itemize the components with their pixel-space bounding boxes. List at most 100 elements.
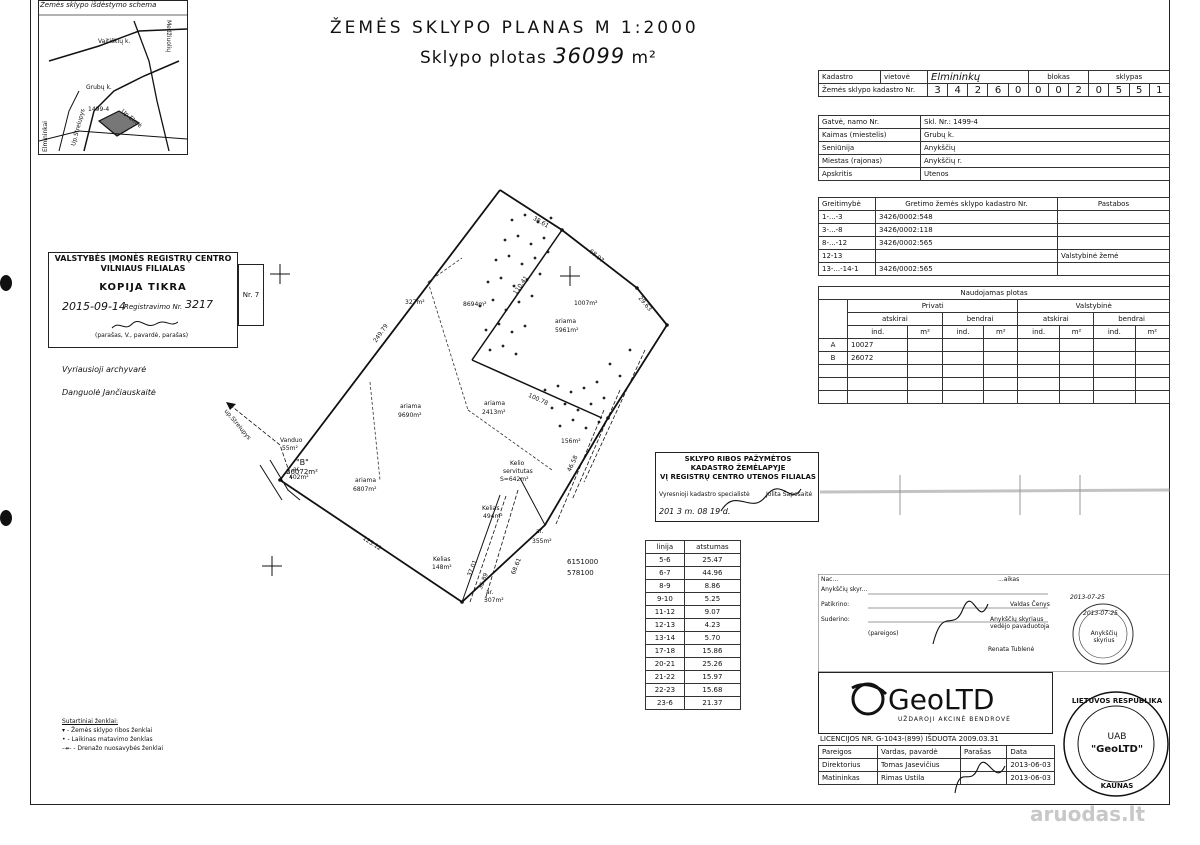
line-cell: 20-21: [645, 657, 685, 671]
line-cell: 6-7: [645, 566, 685, 580]
cadastre-digit: 0: [1007, 83, 1029, 97]
neighbors-cell: 8-...-12: [818, 236, 876, 250]
usage-col: ind.: [1093, 325, 1136, 339]
cadastre-label: Kadastro: [818, 70, 881, 84]
company-seal: [1063, 691, 1169, 797]
map-label: Vaitiškių k.: [98, 38, 131, 45]
line-cell: 15.97: [683, 670, 742, 684]
ar-label: ar.: [293, 466, 301, 473]
usage-col: atskirai: [1017, 312, 1095, 326]
cadastre-label: sklypas: [1088, 70, 1170, 84]
registry-stamp-caption: (parašas, V., pavardė, parašas): [95, 332, 189, 339]
ar-label: ar.: [486, 589, 494, 596]
neighbors-cell: 13-...-14-1: [818, 262, 876, 276]
line-cell: 25.26: [683, 657, 742, 671]
boundary-stamp: SKLYPO RIBOS PAŽYMĖTOS KADASTRO ŽEMĖLAPY…: [655, 452, 819, 522]
arable-area: 5961m²: [555, 327, 579, 334]
cadastre-label: blokas: [1027, 70, 1090, 84]
road-label: Kelias: [482, 505, 500, 512]
signers-cell: 2013-06-03: [1006, 771, 1055, 785]
plot-area-unit: m²: [631, 48, 657, 68]
small-area: 494m²: [483, 513, 503, 520]
arable-label: ariama: [400, 403, 422, 410]
usage-col: m²: [907, 325, 943, 339]
neighbors-cell: 3426/0002:565: [875, 262, 1058, 276]
ar-label: ar.: [536, 528, 544, 535]
signers-cell: Direktorius: [818, 758, 878, 772]
map-label: Elmininkai: [42, 121, 49, 152]
parcel-b-label: "B": [296, 458, 309, 467]
neighbors-cell: 3426/0002:548: [875, 210, 1058, 224]
binder-hole: [0, 510, 12, 526]
parcel-b-area: 26072m²: [286, 468, 318, 476]
arable-area: 9690m²: [398, 412, 422, 419]
legend-title: Sutartiniai ženklai:: [62, 718, 118, 725]
cadastre-locality: Elmininkų: [927, 70, 1029, 84]
page-title: ŽEMĖS SKLYPO PLANAS M 1:2000: [330, 18, 699, 38]
temporary-mark-icon: •: [62, 736, 66, 743]
boundary-stamp-date: 201 3 m. 08 19 d.: [659, 507, 731, 516]
signers-cell: Rimas Ustila: [876, 771, 962, 785]
neighbors-cell: [875, 249, 1058, 263]
address-value: Anykščių r.: [920, 154, 1170, 168]
map-label: 1499-4: [88, 106, 110, 113]
small-area: 55m²: [282, 445, 298, 452]
plot-area-value: 36099: [553, 44, 626, 68]
small-area: 1007m²: [574, 300, 598, 307]
cadastre-digit: 0: [1027, 83, 1049, 97]
line-cell: 12-13: [645, 618, 685, 632]
line-cell: 15.68: [683, 683, 742, 697]
usage-col: bendrai: [941, 312, 1019, 326]
address-value: Grubų k.: [920, 128, 1170, 142]
company-block: [818, 672, 1053, 734]
line-cell: 21-22: [645, 670, 685, 684]
approval-label: Patikrino:: [821, 601, 850, 608]
approval-label: (pareigos): [868, 630, 899, 637]
neighbors-cell: 3426/0002:118: [875, 223, 1058, 237]
line-cell: 5.70: [683, 631, 742, 645]
cadastre-digit: 0: [1088, 83, 1110, 97]
boundary-stamp-line: Jolita Šapošaitė: [766, 491, 813, 498]
usage-col: m²: [1134, 325, 1171, 339]
cadastre-label: vietovė: [880, 70, 928, 84]
approval-value: Anykščių skyriaus vedėjo pavaduotoja: [990, 616, 1050, 630]
line-cell: 4.23: [683, 618, 742, 632]
arable-label: ariama: [484, 400, 506, 407]
address-label: Miestas (rajonas): [818, 154, 921, 168]
usage-cell: 10027: [846, 338, 909, 352]
small-area: 355m²: [532, 538, 552, 545]
road-label: Kelias: [433, 556, 451, 563]
cadastre-digit: 6: [987, 83, 1009, 97]
approval-label: Nac...: [821, 576, 839, 583]
approval-label: Suderino:: [821, 616, 850, 623]
small-area: 148m²: [432, 564, 452, 571]
line-cell: 25.47: [683, 553, 742, 567]
neighbors-header: Gretimo žemės sklypo kadastro Nr.: [875, 197, 1058, 211]
neighbors-cell: 3426/0002:565: [875, 236, 1058, 250]
signers-header: Parašas: [960, 745, 1008, 759]
usage-col: ind.: [846, 325, 909, 339]
company-type: UŽDAROJI AKCINĖ BENDROVĖ: [898, 716, 1011, 723]
water-label: Vanduo: [280, 437, 303, 444]
signature: [720, 488, 802, 512]
signers-cell: 2013-06-03: [1006, 758, 1055, 772]
cadastre-number-label: Žemės sklypo kadastro Nr.: [818, 83, 928, 97]
seal-date: 2013-07-25: [1083, 610, 1118, 617]
approval-value: ...aikas: [998, 576, 1020, 583]
road-servitude: servitutas: [503, 468, 533, 475]
signers-header: Vardas, pavardė: [876, 745, 962, 759]
company-name: GeoLTD: [888, 683, 995, 716]
approval-block: Nac... ...aikas Anykščių skyr... Patikri…: [818, 574, 1170, 672]
registry-stamp-line: VILNIAUS FILIALAS: [100, 264, 186, 273]
neighbors-cell: [1057, 262, 1170, 276]
